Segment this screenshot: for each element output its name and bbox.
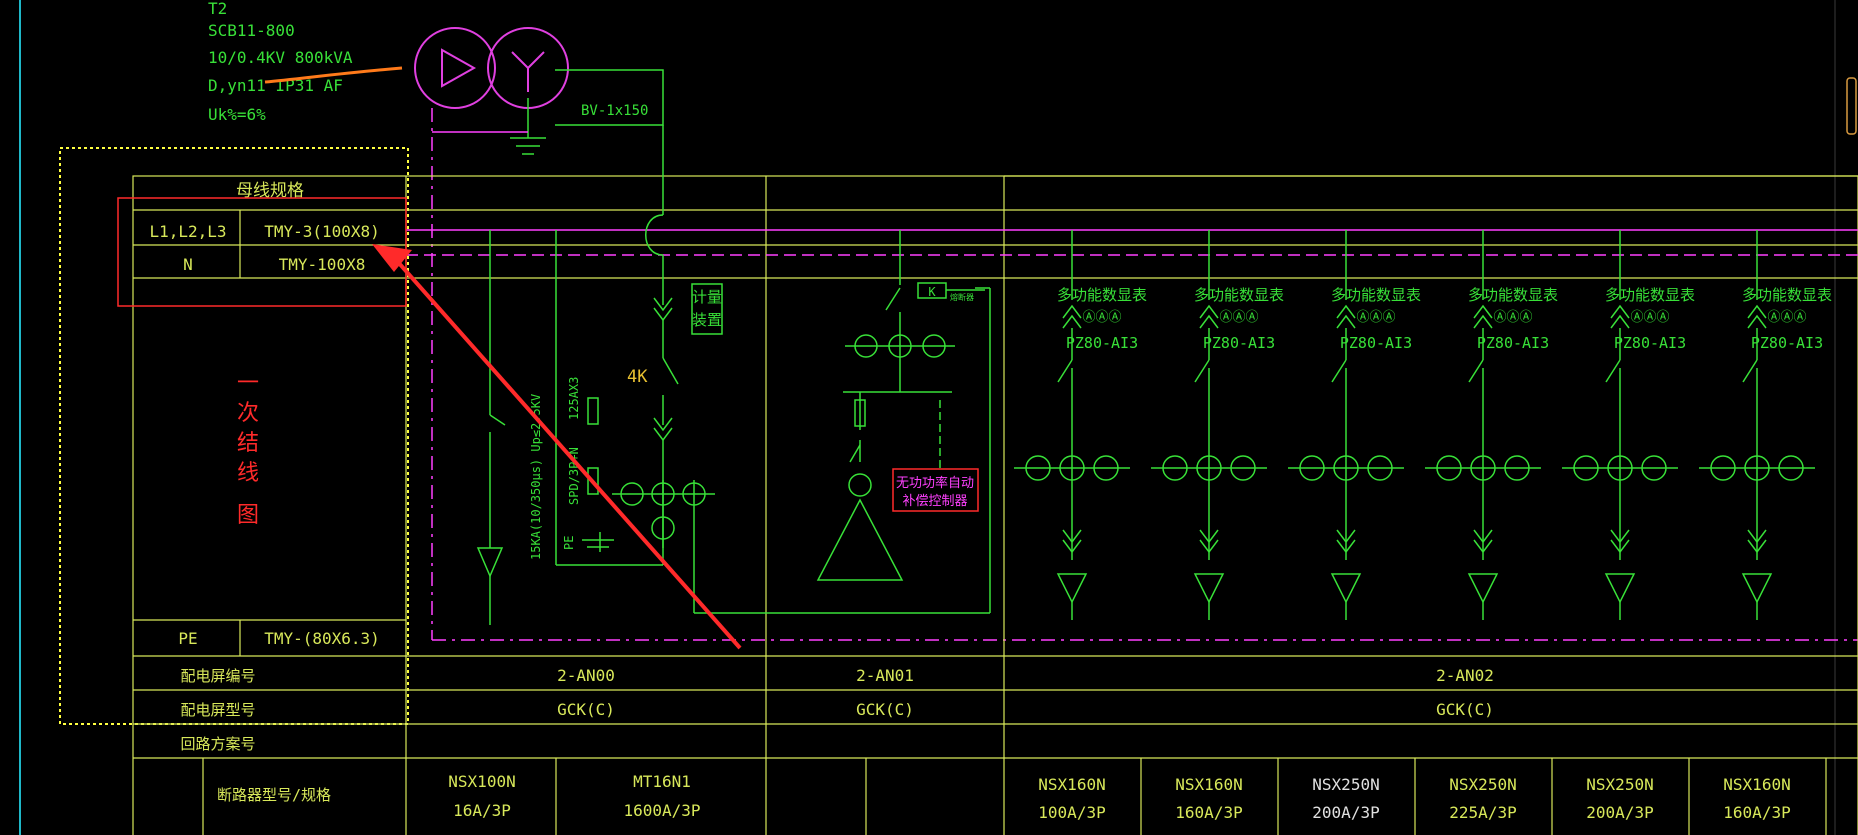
busbar-phase-pe: PE: [178, 629, 197, 648]
an00-circuit: [476, 160, 991, 625]
side-label-char: 次: [237, 401, 259, 426]
cabinet-type: GCK(C): [856, 700, 914, 719]
breaker-model: MT16N1: [633, 772, 691, 791]
row-label-breaker: 断路器型号/规格: [217, 786, 331, 804]
feeder-column: [1151, 230, 1267, 620]
feeder-column: [1425, 230, 1541, 620]
feeder-model-label: PZ80-AI3: [1477, 334, 1549, 352]
transformer-id: T2: [208, 0, 227, 18]
side-label-char: 图: [237, 503, 259, 528]
feeder-meter-label: 多功能数显表: [1057, 286, 1147, 304]
busbar-spec-n: TMY-100X8: [279, 255, 366, 274]
controller-label: 补偿控制器: [902, 494, 967, 509]
incoming-feed: [431, 108, 1858, 641]
cabinet-no: 2-AN02: [1436, 666, 1494, 685]
feeder-model-label: PZ80-AI3: [1066, 334, 1138, 352]
breaker-rating: 1600A/3P: [623, 801, 700, 820]
transformer-vector-group: D,yn11 IP31 AF: [208, 76, 343, 95]
feeder-column: [1288, 230, 1404, 620]
markup-arrow: [372, 244, 742, 650]
row-label-scheme-no: 回路方案号: [180, 735, 255, 753]
cabinet-no: 2-AN01: [856, 666, 914, 685]
neutral-cable-spec: BV-1x150: [581, 103, 648, 119]
breaker-rating: 160A/3P: [1175, 803, 1242, 822]
busbar-phase-l123: L1,L2,L3: [149, 222, 226, 241]
feeder-ammeter-label: ⒶⒶⒶ: [1767, 310, 1806, 325]
breaker-model: NSX100N: [448, 772, 515, 791]
breaker-rating: 200A/3P: [1586, 803, 1653, 822]
feeder-ammeter-label: ⒶⒶⒶ: [1082, 310, 1121, 325]
feeder-model-label: PZ80-AI3: [1614, 334, 1686, 352]
relay-sub-label: 熔断器: [950, 292, 974, 302]
metering-label: 装置: [692, 311, 722, 329]
feeder-model-label: PZ80-AI3: [1340, 334, 1412, 352]
main-busbars: [406, 229, 1858, 256]
feeder-column: [1014, 230, 1130, 620]
markup-underline: [264, 66, 403, 84]
transformer-model: SCB11-800: [208, 21, 295, 40]
feeder-meter-label: 多功能数显表: [1194, 286, 1284, 304]
cabinet-type: GCK(C): [1436, 700, 1494, 719]
scrollbar-thumb[interactable]: [1846, 77, 1857, 135]
breaker-rating: 16A/3P: [453, 801, 511, 820]
breaker-model: NSX160N: [1038, 775, 1105, 794]
fuse-annotation: 125AX3: [567, 377, 581, 420]
feeder-meter-label: 多功能数显表: [1742, 286, 1832, 304]
an01-circuit: [816, 230, 985, 581]
breaker-model: NSX160N: [1175, 775, 1242, 794]
feeder-column: [1562, 230, 1678, 620]
metering-label: 计量: [692, 288, 722, 306]
controller-label: 无功功率自动: [896, 475, 974, 491]
transformer-symbol: [414, 27, 569, 109]
feeder-ammeter-label: ⒶⒶⒶ: [1493, 310, 1532, 325]
breaker-rating: 225A/3P: [1449, 803, 1516, 822]
row-label-cabinet-type: 配电屏型号: [180, 701, 255, 719]
transformer-rating: 10/0.4KV 800kVA: [208, 48, 353, 67]
breaker-model: NSX250N: [1449, 775, 1516, 794]
feeder-meter-label: 多功能数显表: [1468, 286, 1558, 304]
breaker-specs: NSX100N 16A/3P MT16N1 1600A/3P NSX160N 1…: [448, 772, 1790, 822]
pe-annotation: PE: [562, 536, 576, 550]
side-label-char: 一: [237, 371, 259, 396]
feeder-column: [1699, 230, 1815, 620]
feeder-group: 多功能数显表 ⒶⒶⒶ PZ80-AI3 多功能数显表 ⒶⒶⒶ PZ80-AI3 多功能数显表…: [1014, 230, 1832, 620]
breaker-model: NSX250N: [1312, 775, 1379, 794]
schematic-table-frame: [132, 175, 1858, 835]
feeder-meter-label: 多功能数显表: [1605, 286, 1695, 304]
busbar-header: 母线规格: [236, 181, 304, 201]
breaker-model: NSX160N: [1723, 775, 1790, 794]
feeder-ammeter-label: ⒶⒶⒶ: [1630, 310, 1669, 325]
relay-label: K: [928, 285, 936, 299]
transformer-impedance: Uk%=6%: [208, 105, 266, 124]
breaker-rating: 100A/3P: [1038, 803, 1105, 822]
busbar-spec-pe: TMY-(80X6.3): [264, 629, 380, 648]
spd-annotation: 15KA(10/350μs) Up≤2.5KV: [529, 394, 543, 560]
transformer-spec: T2 SCB11-800 10/0.4KV 800kVA D,yn11 IP31…: [208, 0, 353, 124]
feeder-meter-label: 多功能数显表: [1331, 286, 1421, 304]
feeder-ammeter-label: ⒶⒶⒶ: [1219, 310, 1258, 325]
feeder-model-label: PZ80-AI3: [1751, 334, 1823, 352]
side-label: 一 次 结 线 图: [237, 371, 259, 528]
cabinet-no: 2-AN00: [557, 666, 615, 685]
cabinet-type: GCK(C): [557, 700, 615, 719]
breaker-rating: 200A/3P: [1312, 803, 1379, 822]
breaker-model: NSX250N: [1586, 775, 1653, 794]
markup-highlight-box: [117, 197, 407, 307]
side-label-char: 结: [237, 431, 259, 456]
fuse-rating: 125AX3: [567, 377, 581, 420]
feeder-ammeter-label: ⒶⒶⒶ: [1356, 310, 1395, 325]
busbar-phase-n: N: [183, 255, 193, 274]
side-label-char: 线: [237, 461, 259, 486]
pe-label: PE: [562, 536, 576, 550]
row-label-cabinet-no: 配电屏编号: [180, 667, 255, 685]
spd-rating: 15KA(10/350μs) Up≤2.5KV: [529, 394, 543, 560]
label-4k: 4K: [627, 367, 648, 387]
breaker-rating: 160A/3P: [1723, 803, 1790, 822]
feeder-model-label: PZ80-AI3: [1203, 334, 1275, 352]
busbar-spec-l123: TMY-3(100X8): [264, 222, 380, 241]
